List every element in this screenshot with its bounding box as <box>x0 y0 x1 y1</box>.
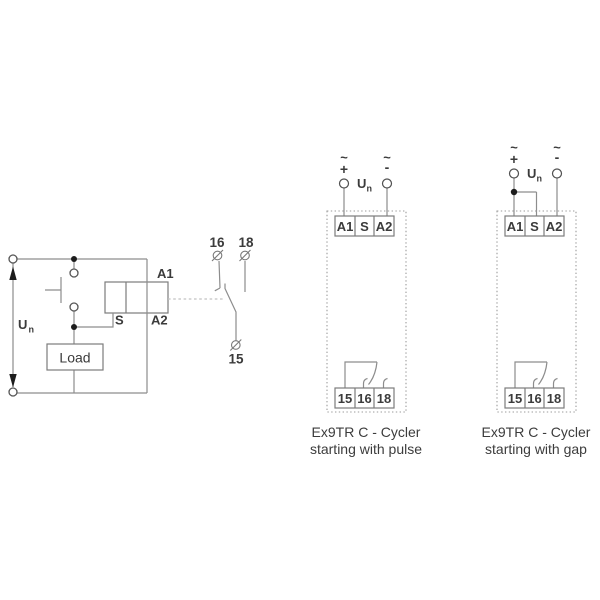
pulse-wiring-diagram: ~ + ~ - U n A1 S A2 15 16 18 Ex9TR C - C… <box>310 150 422 457</box>
device-outline <box>496 210 577 413</box>
terminal-18-label: 18 <box>238 235 254 250</box>
supply-terminal-top <box>8 254 18 264</box>
ac-symbol: ~ <box>510 140 518 155</box>
ac-symbol: ~ <box>553 140 561 155</box>
terminal-15-label: 15 <box>228 352 244 367</box>
supply-terminal-minus <box>551 168 563 179</box>
plus-symbol: + <box>340 161 348 177</box>
terminal-a2: A2 <box>376 219 393 234</box>
un-subscript: n <box>367 184 373 194</box>
junction-dot <box>510 188 518 196</box>
ac-symbol: ~ <box>340 150 348 165</box>
caption-line1: Ex9TR C - Cycler <box>312 424 421 440</box>
terminal-15: 15 <box>338 391 352 406</box>
terminal-dividers <box>354 216 375 236</box>
supply-wires <box>513 178 558 216</box>
bottom-terminal-block <box>334 387 395 409</box>
un-label: U <box>357 176 366 191</box>
supply-terminal-plus <box>338 178 350 189</box>
caption-line2: starting with gap <box>485 441 587 457</box>
plus-symbol: + <box>510 151 518 167</box>
un-subscript: n <box>537 174 543 184</box>
voltage-arrow-down <box>9 374 17 388</box>
terminal-a1: A1 <box>337 219 354 234</box>
terminal-15-slash <box>229 339 242 351</box>
terminal-16: 16 <box>357 391 371 406</box>
application-circuit: U n Load A1 S A2 16 18 15 <box>8 235 254 397</box>
supply-terminal-minus <box>381 178 393 189</box>
terminal-s: S <box>530 219 539 234</box>
caption-line1: Ex9TR C - Cycler <box>482 424 591 440</box>
terminal-15: 15 <box>508 391 522 406</box>
ac-symbol: ~ <box>383 150 391 165</box>
terminal-18: 18 <box>377 391 391 406</box>
changeover-contact <box>514 361 558 388</box>
junction-dot <box>71 256 77 262</box>
terminal-a2: A2 <box>546 219 563 234</box>
pushbutton-actuator <box>45 277 62 303</box>
supply-terminal-plus <box>508 168 520 179</box>
junction-dot <box>71 324 77 330</box>
terminal-s: S <box>360 219 369 234</box>
terminal-a1: A1 <box>507 219 524 234</box>
minus-symbol: - <box>555 149 560 165</box>
relay-a1-label: A1 <box>157 266 174 281</box>
relay-device-box <box>104 281 169 314</box>
terminal-16-slash <box>211 249 224 262</box>
terminal-16: 16 <box>527 391 541 406</box>
caption-line2: starting with pulse <box>310 441 422 457</box>
changeover-contact <box>344 361 388 388</box>
terminal-dividers <box>354 388 375 408</box>
bottom-terminal-block <box>504 387 565 409</box>
switch-contact-top <box>69 268 79 278</box>
load-label: Load <box>59 350 90 366</box>
un-subscript: n <box>29 325 35 335</box>
relay-s-label: S <box>115 313 124 328</box>
switch-contact-bottom <box>69 302 79 312</box>
un-label: U <box>527 166 536 181</box>
terminal-dividers <box>524 216 545 236</box>
terminal-18-slash <box>239 249 251 262</box>
voltage-arrow-up <box>9 266 17 280</box>
terminal-16-label: 16 <box>209 235 225 250</box>
supply-terminal-bottom <box>8 387 18 397</box>
circuit-wires <box>12 258 246 394</box>
top-terminal-block <box>504 215 565 237</box>
top-terminal-block <box>334 215 395 237</box>
terminal-18: 18 <box>547 391 561 406</box>
supply-wires <box>343 188 388 216</box>
minus-symbol: - <box>385 159 390 175</box>
terminal-dividers <box>524 388 545 408</box>
relay-a2-label: A2 <box>151 313 168 328</box>
load-box <box>46 343 104 371</box>
un-label: U <box>18 317 27 332</box>
gap-wiring-diagram: ~ + ~ - U n A1 S A2 15 16 18 Ex9TR C - C… <box>482 140 591 457</box>
device-outline <box>326 210 407 413</box>
